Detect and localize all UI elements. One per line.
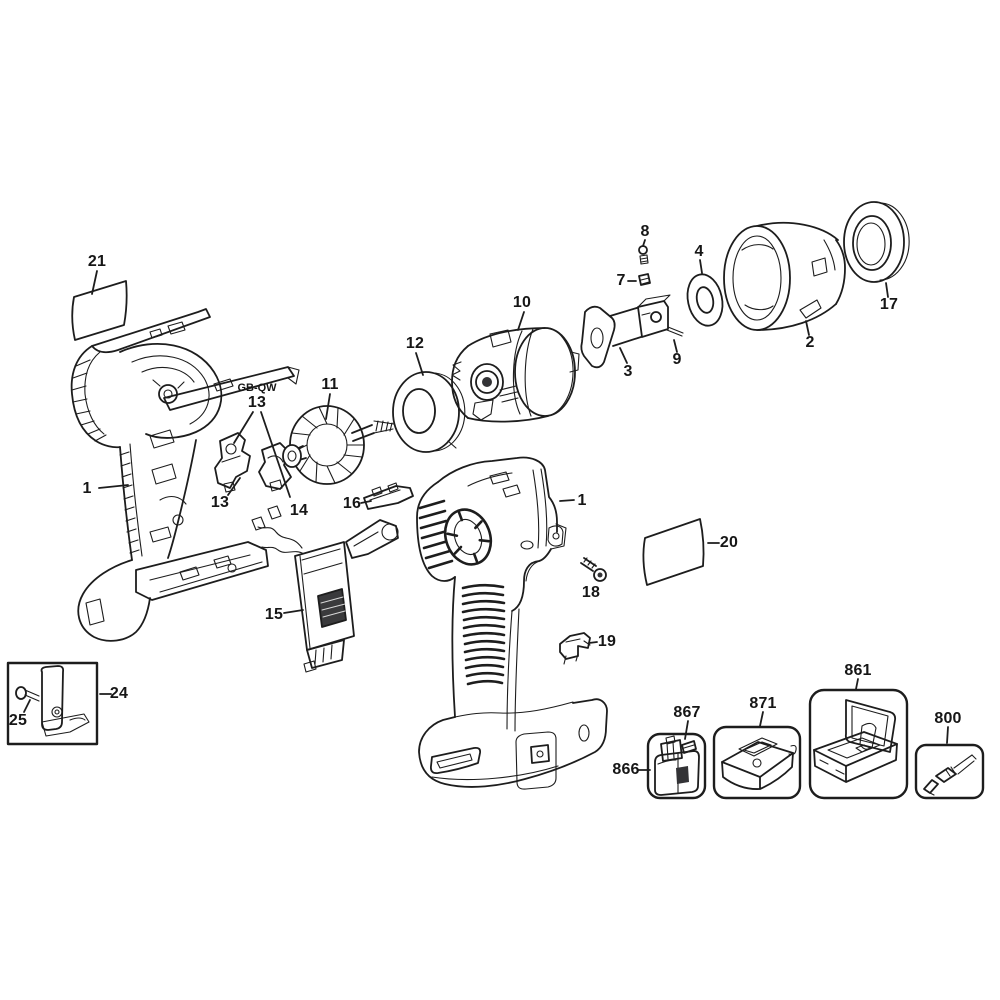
part-8-screw-drawing: [638, 245, 649, 265]
part-2-nose-housing-drawing: [723, 221, 846, 331]
part-18-screw-drawing: [580, 557, 607, 582]
part-861-kitbox-drawing: [808, 688, 909, 800]
part-11-armature-drawing: [282, 405, 395, 485]
part-1-right-body-drawing: [416, 456, 608, 790]
part-866-battery-drawing: [646, 732, 707, 800]
part-867-clip-drawing: [681, 740, 697, 754]
leader-lines: [23, 239, 949, 771]
part-10-gearbox-drawing: [451, 327, 580, 423]
part-4-washer-drawing: [686, 273, 724, 327]
part-3-anvil-drawing: [580, 294, 671, 369]
part-19-clip-drawing: [559, 632, 591, 665]
part-24-belt-hook-box-drawing: [6, 661, 99, 746]
part-1-left-housing-drawing: [70, 308, 300, 642]
part-12-field-ring-drawing: [392, 371, 466, 453]
part-800-bit-drawing: [914, 743, 985, 800]
part-13-brush-holder-drawing: [214, 432, 251, 493]
part-15-switch-drawing: [251, 505, 399, 673]
part-17-ring-drawing: [843, 201, 910, 283]
part-20-sticker-drawing: [642, 518, 705, 586]
part-871-charger-drawing: [712, 725, 802, 800]
part-9-pin-drawing: [666, 326, 684, 337]
part-21-sticker-drawing: [71, 280, 128, 341]
part-7-nut-drawing: [638, 273, 651, 286]
part-16-button-drawing: [363, 482, 414, 510]
